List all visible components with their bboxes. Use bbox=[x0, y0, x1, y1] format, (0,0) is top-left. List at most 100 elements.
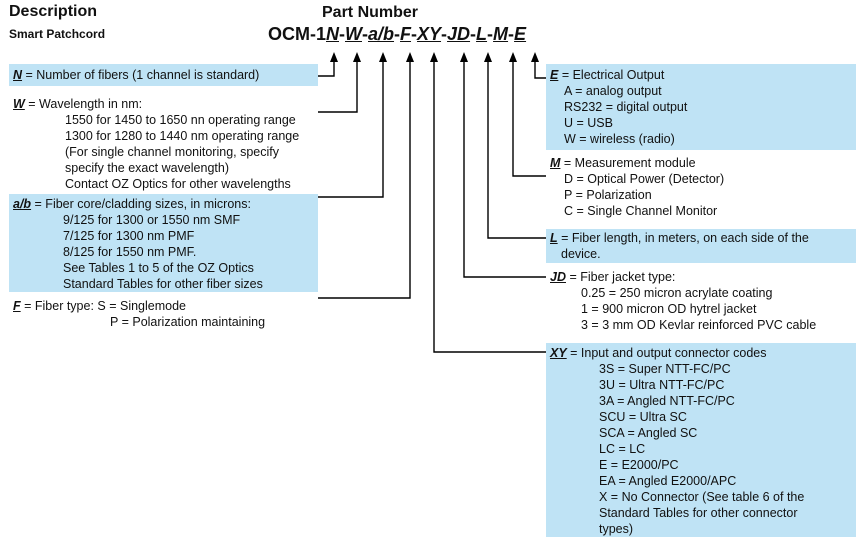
legend-text: = Electrical Output bbox=[558, 68, 665, 82]
legend-text: = Wavelength in nm: bbox=[24, 97, 143, 111]
connector-l bbox=[487, 60, 546, 239]
legend-code: E bbox=[550, 68, 559, 82]
legend-line: SCU = Ultra SC bbox=[599, 410, 687, 424]
legend-code: JD bbox=[550, 270, 566, 284]
legend-text: = Fiber core/cladding sizes, in microns: bbox=[31, 197, 251, 211]
legend-line: 3S = Super NTT-FC/PC bbox=[599, 362, 731, 376]
legend-code: W bbox=[13, 97, 25, 111]
legend-line: Standard Tables for other connector bbox=[599, 506, 798, 520]
legend-code: N bbox=[13, 68, 23, 82]
legend-line: 9/125 for 1300 or 1550 nm SMF bbox=[63, 213, 241, 227]
box-ab bbox=[9, 194, 318, 292]
legend-text: = Fiber type: S = Singlemode bbox=[20, 299, 187, 313]
legend-code: a/b bbox=[13, 197, 32, 211]
legend-line: 3U = Ultra NTT-FC/PC bbox=[599, 378, 725, 392]
connector-f bbox=[318, 60, 411, 299]
connector-e bbox=[534, 60, 546, 79]
legend-line: W = wireless (radio) bbox=[564, 132, 675, 146]
separator: - bbox=[441, 24, 448, 44]
connector-n bbox=[318, 60, 335, 77]
legend-line: X = No Connector (See table 6 of the bbox=[599, 490, 805, 504]
legend-line: D = Optical Power (Detector) bbox=[564, 172, 725, 186]
legend-text: = Fiber length, in meters, on each side … bbox=[557, 231, 809, 245]
arrowhead-ab bbox=[379, 52, 387, 62]
legend-line: Standard Tables for other fiber sizes bbox=[63, 277, 263, 291]
legend-ab: a/b = Fiber core/cladding sizes, in micr… bbox=[13, 196, 263, 292]
box-l bbox=[546, 229, 856, 263]
legend-line: (For single channel monitoring, specify bbox=[65, 145, 279, 159]
box-xy bbox=[546, 343, 856, 537]
legend-line: P = Polarization bbox=[564, 188, 652, 202]
arrowhead-n bbox=[330, 52, 338, 62]
legend-line: 3A = Angled NTT-FC/PC bbox=[599, 394, 735, 408]
legend-xy: XY = Input and output connector codes 3S… bbox=[550, 345, 804, 537]
legend-line: A = analog output bbox=[564, 84, 662, 98]
legend-code: F bbox=[13, 299, 21, 313]
legend-jd: JD = Fiber jacket type: 0.25 = 250 micro… bbox=[550, 269, 816, 333]
legend-line: 1 = 900 micron OD hytrel jacket bbox=[581, 302, 757, 316]
legend-line: 7/125 for 1300 nm PMF bbox=[63, 229, 195, 243]
legend-line: U = USB bbox=[564, 116, 613, 130]
legend-text: = Number of fibers (1 channel is standar… bbox=[22, 68, 260, 82]
arrowhead-e bbox=[531, 52, 539, 62]
code-e: E bbox=[514, 24, 527, 44]
arrowhead-m bbox=[509, 52, 517, 62]
arrowhead-l bbox=[484, 52, 492, 62]
code-w: W bbox=[345, 24, 362, 44]
code-l: L bbox=[476, 24, 488, 44]
legend-line: LC = LC bbox=[599, 442, 646, 456]
code-xy: XY bbox=[417, 24, 442, 44]
legend-line: RS232 = digital output bbox=[564, 100, 688, 114]
legend-text: = Input and output connector codes bbox=[566, 346, 767, 360]
legend-line: Contact OZ Optics for other wavelengths bbox=[65, 177, 291, 191]
legend-line: E = E2000/PC bbox=[599, 458, 679, 472]
connector-w bbox=[318, 60, 358, 113]
legend-l: L = Fiber length, in meters, on each sid… bbox=[550, 230, 809, 262]
legend-text: = Measurement module bbox=[560, 156, 696, 170]
legend-code: L bbox=[550, 231, 558, 245]
legend-line: P = Polarization maintaining bbox=[110, 315, 266, 329]
separator: - bbox=[487, 24, 494, 44]
part-number-heading: Part Number bbox=[322, 4, 419, 21]
separator: - bbox=[362, 24, 368, 44]
code-jd: JD bbox=[447, 24, 471, 44]
part-number-prefix: OCM-1 bbox=[268, 24, 326, 44]
arrowhead-f bbox=[406, 52, 414, 62]
legend-n: N = Number of fibers (1 channel is stand… bbox=[13, 67, 259, 83]
connector-m bbox=[512, 60, 546, 177]
legend-line: 1300 for 1280 to 1440 nm operating range bbox=[65, 129, 300, 143]
separator: - bbox=[411, 24, 418, 44]
legend-e: E = Electrical Output A = analog output … bbox=[550, 67, 687, 147]
arrowhead-jd bbox=[460, 52, 468, 62]
arrowhead-w bbox=[353, 52, 361, 62]
legend-text: = Fiber jacket type: bbox=[565, 270, 676, 284]
code-m: M bbox=[493, 24, 509, 44]
legend-f: F = Fiber type: S = Singlemode P = Polar… bbox=[13, 298, 265, 330]
code-f: F bbox=[400, 24, 412, 44]
code-n: N bbox=[326, 24, 339, 44]
legend-line: specify the exact wavelength) bbox=[65, 161, 229, 175]
box-e bbox=[546, 64, 856, 150]
legend-line: types) bbox=[599, 522, 634, 536]
legend-line: SCA = Angled SC bbox=[599, 426, 698, 440]
description-heading: Description bbox=[9, 3, 98, 20]
legend-w: W = Wavelength in nm: 1550 for 1450 to 1… bbox=[13, 96, 299, 192]
legend-line: See Tables 1 to 5 of the OZ Optics bbox=[63, 261, 254, 275]
connector-ab bbox=[318, 60, 384, 198]
connector-xy bbox=[433, 60, 546, 353]
separator: - bbox=[339, 24, 345, 44]
part-number-code: OCM-1N-W-a/b-F-XY-JD-L-M-E bbox=[268, 24, 526, 45]
legend-m: M = Measurement module D = Optical Power… bbox=[550, 155, 724, 219]
legend-code: XY bbox=[550, 346, 567, 360]
product-name: Smart Patchcord bbox=[9, 27, 106, 41]
legend-line: EA = Angled E2000/APC bbox=[599, 474, 737, 488]
code-ab: a/b bbox=[368, 24, 395, 44]
legend-line: C = Single Channel Monitor bbox=[564, 204, 718, 218]
arrowheads bbox=[330, 52, 539, 62]
legend-line: device. bbox=[561, 247, 601, 261]
box-n bbox=[9, 64, 318, 86]
separator: - bbox=[394, 24, 401, 44]
legend-line: 3 = 3 mm OD Kevlar reinforced PVC cable bbox=[581, 318, 817, 332]
legend-line: 1550 for 1450 to 1650 nn operating range bbox=[65, 113, 296, 127]
